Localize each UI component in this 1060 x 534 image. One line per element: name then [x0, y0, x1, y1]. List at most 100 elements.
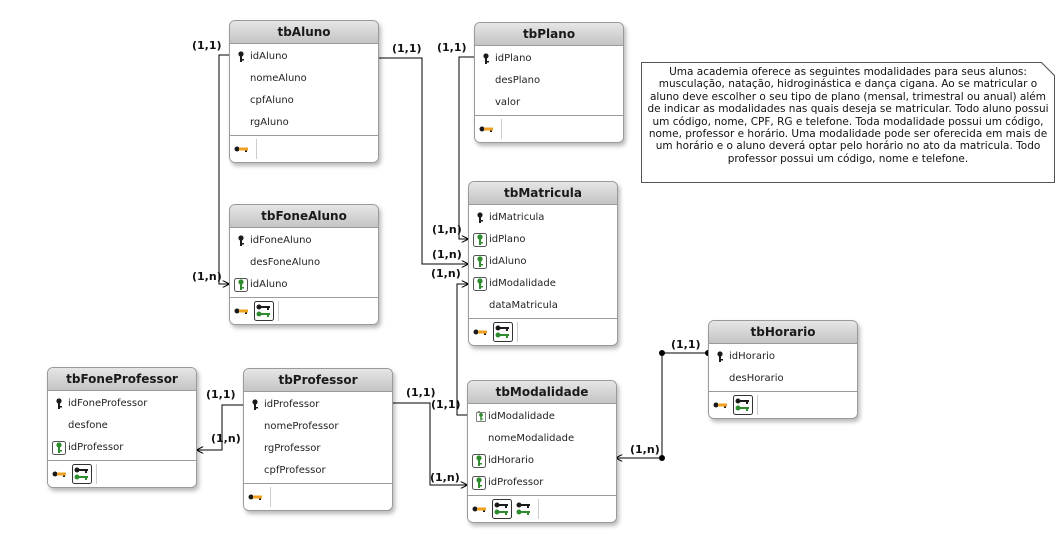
foreign-key-icon	[473, 255, 487, 269]
rel-plano-matricula	[458, 56, 474, 239]
entity-tbHorario[interactable]: tbHorario idHorario desHorario	[708, 320, 858, 419]
cardinality-label: (1,1)	[192, 39, 222, 52]
entity-title: tbModalidade	[468, 381, 616, 404]
entity-title: tbPlano	[475, 23, 623, 46]
field-desHorario[interactable]: desHorario	[709, 368, 857, 390]
field-rgProfessor[interactable]: rgProfessor	[244, 438, 392, 460]
foreign-key-icon	[473, 277, 487, 291]
foreign-key-icon	[473, 233, 487, 247]
field-idProfessor[interactable]: idProfessor	[48, 437, 196, 459]
foreign-index-icon[interactable]	[254, 301, 274, 321]
cardinality-label: (1,n)	[630, 443, 660, 456]
field-idProfessor[interactable]: idProfessor	[468, 472, 616, 494]
field-list: idHorario desHorario	[709, 344, 857, 391]
key-icon	[56, 398, 62, 409]
field-name: idModalidade	[488, 411, 555, 422]
entity-title: tbFoneAluno	[230, 205, 378, 228]
field-idPlano[interactable]: idPlano	[469, 229, 617, 251]
field-idMatricula[interactable]: idMatricula	[469, 207, 617, 229]
index-key-icon[interactable]	[232, 301, 252, 321]
index-key-icon[interactable]	[50, 464, 70, 484]
field-name: desFoneAluno	[250, 257, 321, 268]
cardinality-label: (1,1)	[671, 338, 701, 351]
index-key-icon[interactable]	[711, 395, 731, 415]
foreign-index-icon[interactable]	[514, 499, 534, 519]
index-section	[48, 460, 196, 487]
rel-aluno-matricula	[379, 57, 468, 264]
field-name: idAluno	[489, 256, 527, 267]
divider	[270, 487, 271, 507]
field-idModalidade[interactable]: idModalidade	[468, 406, 616, 428]
field-nomeModalidade[interactable]: nomeModalidade	[468, 428, 616, 450]
field-name: idMatricula	[489, 212, 545, 223]
cardinality-label: (1,1)	[392, 42, 422, 55]
entity-tbModalidade[interactable]: tbModalidade idModalidade nomeModalidade id…	[467, 380, 617, 523]
index-key-icon[interactable]	[477, 119, 497, 139]
field-idPlano[interactable]: idPlano	[475, 48, 623, 70]
cardinality-label: (1,1)	[406, 386, 436, 399]
divider	[256, 139, 257, 159]
field-desPlano[interactable]: desPlano	[475, 70, 623, 92]
cardinality-label: (1,n)	[431, 267, 461, 280]
field-idFoneAluno[interactable]: idFoneAluno	[230, 230, 378, 252]
field-idAluno[interactable]: idAluno	[230, 274, 378, 296]
note-box: Uma academia oferece as seguintes modali…	[641, 62, 1055, 183]
field-name: desHorario	[729, 373, 784, 384]
entity-title: tbHorario	[709, 321, 857, 344]
index-section	[709, 391, 857, 418]
field-name: idPlano	[489, 234, 526, 245]
field-name: idAluno	[250, 51, 288, 62]
index-key-icon[interactable]	[470, 499, 490, 519]
field-nomeProfessor[interactable]: nomeProfessor	[244, 416, 392, 438]
foreign-index-icon[interactable]	[493, 322, 513, 342]
index-section	[230, 135, 378, 162]
field-desfone[interactable]: desfone	[48, 415, 196, 437]
field-name: idHorario	[729, 351, 776, 362]
foreign-index-icon[interactable]	[492, 499, 512, 519]
cardinality-label: (1,n)	[430, 471, 460, 484]
field-valor[interactable]: valor	[475, 92, 623, 114]
index-section	[230, 297, 378, 324]
foreign-index-icon[interactable]	[733, 395, 753, 415]
field-idHorario[interactable]: idHorario	[709, 346, 857, 368]
cardinality-label: (1,1)	[431, 398, 461, 411]
field-name: idHorario	[488, 455, 535, 466]
field-idFoneProfessor[interactable]: idFoneProfessor	[48, 393, 196, 415]
field-name: idPlano	[495, 53, 532, 64]
field-rgAluno[interactable]: rgAluno	[230, 112, 378, 134]
cardinality-label: (1,1)	[206, 388, 236, 401]
field-name: nomeProfessor	[264, 421, 339, 432]
field-nomeAluno[interactable]: nomeAluno	[230, 68, 378, 90]
field-dataMatricula[interactable]: dataMatricula	[469, 295, 617, 317]
field-name: rgProfessor	[264, 443, 321, 454]
divider	[96, 464, 97, 484]
field-name: nomeAluno	[250, 73, 307, 84]
field-cpfAluno[interactable]: cpfAluno	[230, 90, 378, 112]
field-idAluno[interactable]: idAluno	[469, 251, 617, 273]
field-idProfessor[interactable]: idProfessor	[244, 394, 392, 416]
field-idModalidade[interactable]: idModalidade	[469, 273, 617, 295]
foreign-index-icon[interactable]	[72, 464, 92, 484]
field-list: idFoneAluno desFoneAluno idAluno	[230, 228, 378, 297]
field-name: idAluno	[250, 279, 288, 290]
index-section	[244, 483, 392, 510]
index-key-icon[interactable]	[471, 322, 491, 342]
rel-modalidade-matricula	[456, 284, 468, 416]
field-cpfProfessor[interactable]: cpfProfessor	[244, 460, 392, 482]
rel-professor-modalidade	[393, 402, 467, 485]
field-idHorario[interactable]: idHorario	[468, 450, 616, 472]
field-idAluno[interactable]: idAluno	[230, 46, 378, 68]
index-key-icon[interactable]	[246, 487, 266, 507]
index-key-icon[interactable]	[232, 139, 252, 159]
field-desFoneAluno[interactable]: desFoneAluno	[230, 252, 378, 274]
field-name: idProfessor	[68, 442, 124, 453]
field-name: cpfProfessor	[264, 465, 326, 476]
